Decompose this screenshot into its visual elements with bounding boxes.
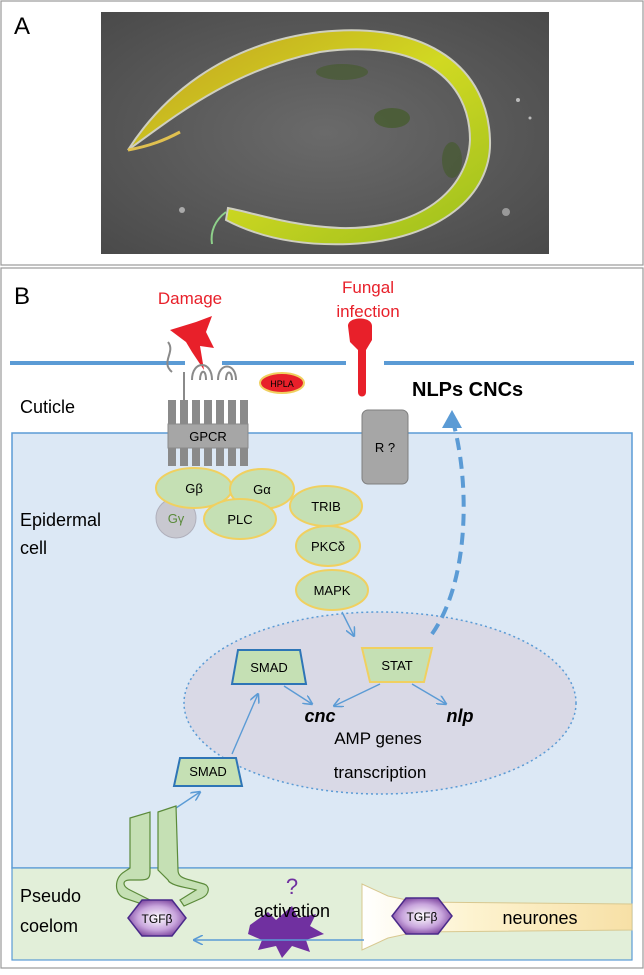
gpcr-label: GPCR [189,429,227,444]
smad-cyto-label: SMAD [189,764,227,779]
damage-icon [170,316,214,370]
transcription-label: transcription [334,763,427,782]
label-fungal: Fungal [342,278,394,297]
smad-nuclear-label: SMAD [250,660,288,675]
label-epidermal: Epidermal [20,510,101,530]
label-damage: Damage [158,289,222,308]
pkc-label: PKCδ [311,539,345,554]
arrow-mapk-stat [341,611,354,636]
g-beta-label: Gβ [185,481,203,496]
nlp-gene: nlp [447,706,474,726]
label-coelom: coelom [20,916,78,936]
plc-label: PLC [227,512,252,527]
g-gamma-label: Gγ [168,511,185,526]
panel-b-label: B [14,283,30,310]
arrow-receptor-smad [175,792,200,809]
fungal-hypha-icon [348,318,372,397]
label-pseudo: Pseudo [20,886,81,906]
neurones-label: neurones [502,908,577,928]
label-cuticle: Cuticle [20,397,75,417]
activation-burst-icon [248,906,324,958]
label-cell: cell [20,538,47,558]
activation-question: ? [286,874,298,899]
arrow-stat-cnc [334,683,381,706]
worm-micrograph [101,12,549,254]
tgfb-ligand-right [391,897,453,935]
smad-nuclear-node [230,649,308,685]
mapk-label: MAPK [314,583,351,598]
mapk-node [295,569,369,611]
amp-genes-label: AMP genes [334,729,422,748]
label-infection: infection [336,302,399,321]
trib-label: TRIB [311,499,341,514]
arrow-smad-cnc [283,685,312,704]
stat-label: STAT [381,658,412,673]
neuron-shape [361,883,633,951]
arrow-smad-nucleus [231,694,258,755]
stat-node [360,647,434,683]
tgfb-right-label: TGFβ [407,910,438,924]
arrow-stat-nlp [411,683,446,704]
plc-node [203,498,277,540]
receptor-label: R ? [375,440,395,455]
gpcr-helices [168,400,248,466]
activation-label: activation [254,901,330,921]
cnc-gene: cnc [304,706,335,726]
hpla-label: HPLA [270,379,294,389]
tgfb-left-label: TGFβ [142,912,173,926]
pkc-node [295,525,361,567]
gpcr-box [167,423,249,449]
tgfb-ligand-left [127,899,187,937]
tgfb-receptor [115,805,209,907]
hpla-ellipse [259,372,305,394]
g-alpha-label: Gα [253,482,271,497]
receptor-box [361,409,409,485]
output-label: NLPs CNCs [412,379,523,401]
panel-a-label: A [14,13,30,40]
arrow-secretion-head [442,410,462,428]
arrow-secretion [430,417,466,636]
smad-cyto-node [172,757,244,787]
gpcr-receptor [166,341,237,400]
